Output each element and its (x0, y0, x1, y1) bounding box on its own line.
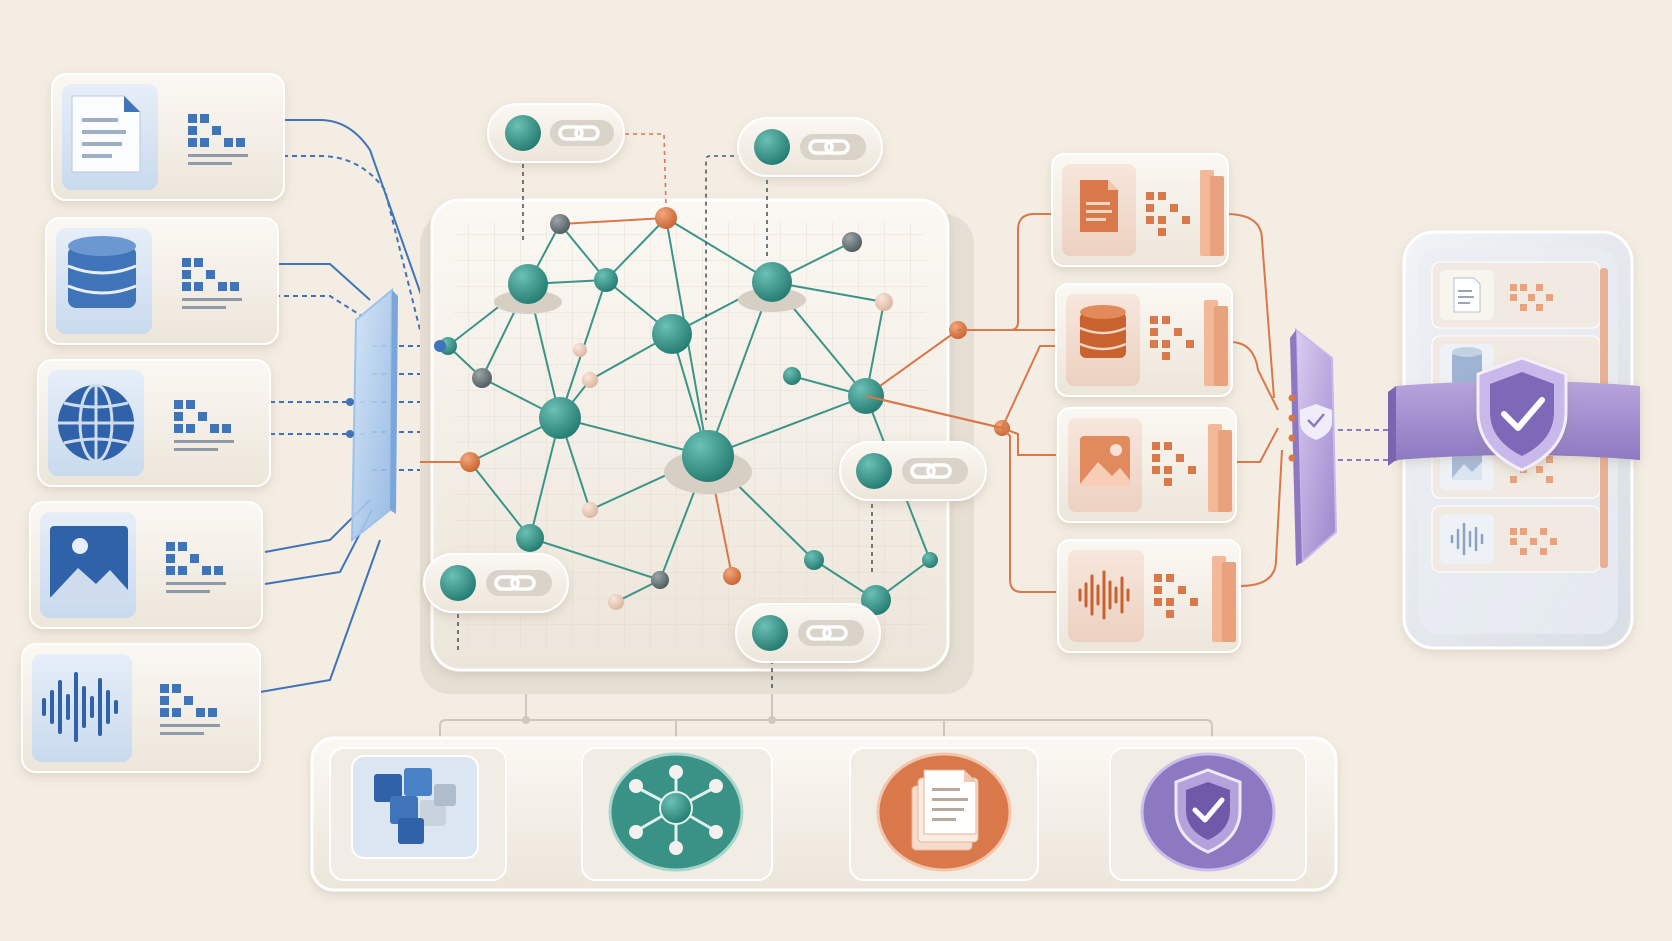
embedding-blocks-icon (1146, 192, 1190, 236)
hub-network-icon (629, 765, 723, 855)
waveform-icon (42, 672, 118, 742)
shield-check-icon (1174, 768, 1242, 854)
document-icon (1453, 277, 1481, 313)
waveform-icon (1078, 570, 1130, 620)
prism-to-vault-connectors (1288, 394, 1400, 462)
link-chips (423, 103, 987, 663)
database-icon (67, 236, 137, 308)
secure-merge-prism (1290, 327, 1338, 566)
output-connectors (865, 213, 1283, 593)
chip-dashed-links (457, 133, 873, 690)
output-card-document[interactable] (1051, 153, 1229, 267)
image-icon (1452, 450, 1482, 480)
output-card-audio[interactable] (1057, 539, 1241, 653)
embedding-blocks-icon (174, 400, 234, 451)
embedding-blocks-icon (182, 258, 242, 309)
input-card-audio[interactable] (21, 643, 261, 773)
graph-nodes (434, 207, 1010, 615)
embedding-blocks-icon (188, 114, 248, 165)
globe-icon (58, 383, 134, 463)
embedding-blocks-icon (160, 684, 220, 735)
image-icon (50, 526, 128, 600)
image-icon (1080, 436, 1130, 486)
database-icon (1452, 347, 1482, 384)
blocks-icon (374, 768, 456, 844)
embedding-blocks-icon (1150, 316, 1194, 360)
input-sources (21, 73, 285, 773)
chain-link-icon (910, 463, 952, 479)
embedding-blocks-icon (1152, 442, 1196, 486)
embedding-blocks-icon (166, 542, 226, 593)
document-stack-icon (911, 769, 979, 851)
shield-check-icon (1476, 356, 1568, 472)
pipeline-tray (310, 736, 1338, 892)
embedding-blocks-icon (1510, 528, 1557, 555)
database-icon (1079, 305, 1127, 358)
chain-link-icon (558, 125, 600, 141)
waveform-icon (1450, 522, 1484, 556)
input-merge-prism (346, 287, 398, 543)
document-icon (1080, 180, 1118, 232)
document-icon (71, 95, 141, 173)
chain-link-icon (494, 575, 536, 591)
chain-link-icon (806, 625, 848, 641)
link-chip[interactable] (487, 103, 625, 163)
shield-icon (1300, 404, 1332, 440)
embedding-blocks-icon (1154, 574, 1198, 618)
chain-link-icon (808, 139, 850, 155)
output-records (1051, 153, 1241, 653)
embedding-blocks-icon (1510, 284, 1553, 311)
